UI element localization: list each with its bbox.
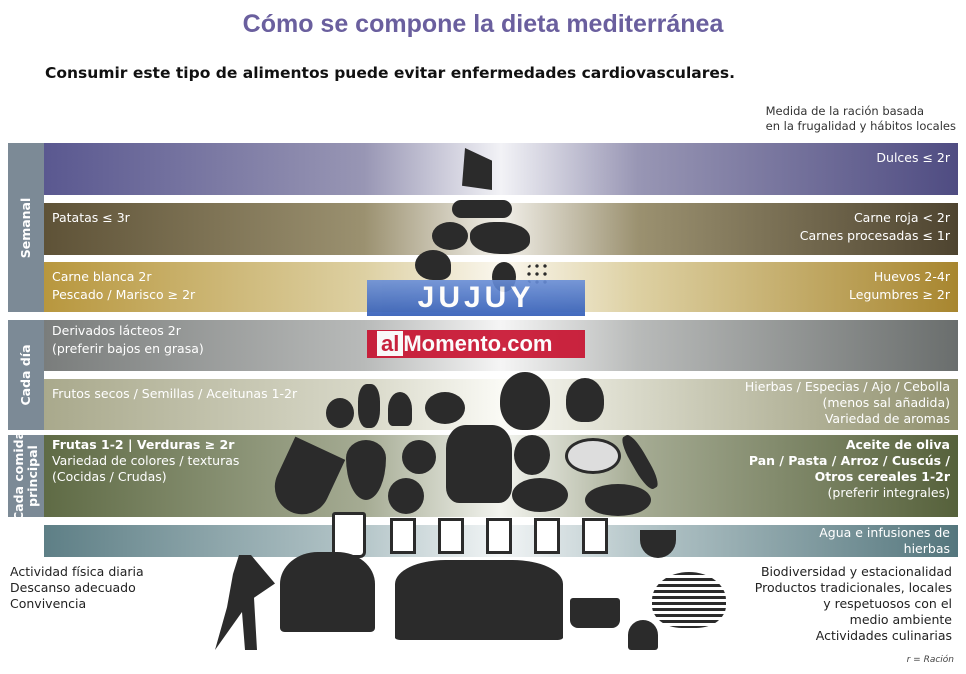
- band-left-text: Carne blanca 2r Pescado / Marisco ≥ 2r: [52, 268, 195, 304]
- line: medio ambiente: [849, 612, 952, 627]
- line: Frutas 1-2 | Verduras ≥ 2r: [52, 437, 235, 452]
- glass-icon: [438, 518, 464, 554]
- seeds-icon: [358, 384, 380, 428]
- line: Variedad de aromas: [824, 411, 950, 426]
- cauliflower-icon: [565, 438, 621, 474]
- group-daily: Cada día: [8, 320, 44, 430]
- olive-oil-jug-icon: [446, 425, 512, 503]
- line: Legumbres ≥ 2r: [849, 287, 950, 302]
- parsley-icon: [388, 392, 412, 426]
- line: Otros cereales 1-2r: [814, 469, 950, 484]
- potato-icon: [432, 222, 468, 250]
- exercising-person-icon: [215, 555, 275, 650]
- glass-icon: [486, 518, 512, 554]
- line: (Cocidas / Crudas): [52, 469, 167, 484]
- watermark-logo: JUJUY: [367, 280, 585, 316]
- group-label: Semanal: [18, 197, 33, 258]
- line: Biodiversidad y estacionalidad: [760, 564, 952, 579]
- line: Productos tradicionales, locales: [754, 580, 952, 595]
- line: Aceite de oliva: [845, 437, 950, 452]
- glass-icon: [390, 518, 416, 554]
- line: Huevos 2-4r: [873, 269, 950, 284]
- line: Derivados lácteos 2r: [52, 323, 181, 338]
- line: Actividades culinarias: [815, 628, 952, 643]
- family-dinner-icon: [395, 560, 563, 640]
- olives-icon: [425, 392, 465, 424]
- band-sweets: Dulces ≤ 2r: [44, 143, 958, 195]
- group-label-line: principal: [25, 445, 40, 507]
- band-left-text: Frutos secos / Semillas / Aceitunas 1-2r: [52, 386, 298, 401]
- page-title: Cómo se compone la dieta mediterránea: [242, 10, 724, 38]
- legend-racion: r = Ración: [906, 655, 954, 665]
- chicken-leg-icon: [415, 250, 451, 280]
- band-nuts: Frutos secos / Semillas / Aceitunas 1-2r…: [44, 379, 958, 430]
- line: (preferir bajos en grasa): [52, 341, 204, 356]
- watermark-al: al: [377, 331, 404, 356]
- sausage-icon: [452, 200, 512, 218]
- band-dairy: Derivados lácteos 2r (preferir bajos en g…: [44, 320, 958, 371]
- watermark-rest: Momento.com: [403, 331, 553, 356]
- band-right-text: Carne roja < 2r Carnes procesadas ≤ 1r: [800, 209, 950, 245]
- orange-icon: [388, 478, 424, 514]
- line: Hierbas / Especias / Ajo / Cebolla: [744, 379, 950, 394]
- garlic-icon: [566, 378, 604, 422]
- line: y respetuosos con el: [823, 596, 952, 611]
- subtitle: Consumir este tipo de alimentos puede ev…: [45, 64, 735, 82]
- bread-icon: [585, 484, 651, 516]
- band-left-text: Derivados lácteos 2r (preferir bajos en g…: [52, 322, 204, 358]
- line: Carne blanca 2r: [52, 269, 152, 284]
- line: (menos sal añadida): [822, 395, 950, 410]
- band-right-text: Dulces ≤ 2r: [876, 150, 950, 165]
- lettuce-icon: [512, 478, 568, 512]
- line: Pescado / Marisco ≥ 2r: [52, 287, 196, 302]
- family-walking-icon: [280, 552, 375, 632]
- line: Descanso adecuado: [10, 580, 136, 595]
- apple-icon: [402, 440, 436, 474]
- walnut-icon: [326, 398, 354, 428]
- jug-icon: [332, 512, 366, 558]
- basket-icon: [652, 572, 726, 628]
- tea-cup-icon: [640, 530, 676, 558]
- portion-note-line: en la frugalidad y hábitos locales: [765, 119, 956, 133]
- band-left-text: Patatas ≤ 3r: [52, 210, 130, 225]
- line: Carnes procesadas ≤ 1r: [799, 228, 950, 243]
- cooking-pot-icon: [570, 598, 620, 628]
- group-label-line: Cada comida: [11, 430, 26, 522]
- portion-note-line: Medida de la ración basada: [765, 104, 925, 118]
- steak-icon: [470, 222, 530, 254]
- artichoke-icon: [514, 435, 550, 475]
- band-right-text: Hierbas / Especias / Ajo / Cebolla(menos…: [745, 379, 950, 427]
- group-label: Cada día: [18, 344, 33, 406]
- glass-icon: [534, 518, 560, 554]
- onion-icon: [500, 372, 550, 430]
- line: hierbas: [903, 541, 950, 556]
- line: Agua e infusiones de: [819, 525, 950, 540]
- line: Variedad de colores / texturas: [52, 453, 240, 468]
- line: Convivencia: [10, 596, 87, 611]
- line: Carne roja < 2r: [853, 210, 950, 225]
- line: Pan / Pasta / Arroz / Cuscús /: [748, 453, 950, 468]
- group-weekly: Semanal: [8, 143, 44, 312]
- glass-icon: [582, 518, 608, 554]
- line: (preferir integrales): [827, 485, 950, 500]
- mushrooms-icon: [628, 620, 658, 650]
- line: Actividad física diaria: [10, 564, 144, 579]
